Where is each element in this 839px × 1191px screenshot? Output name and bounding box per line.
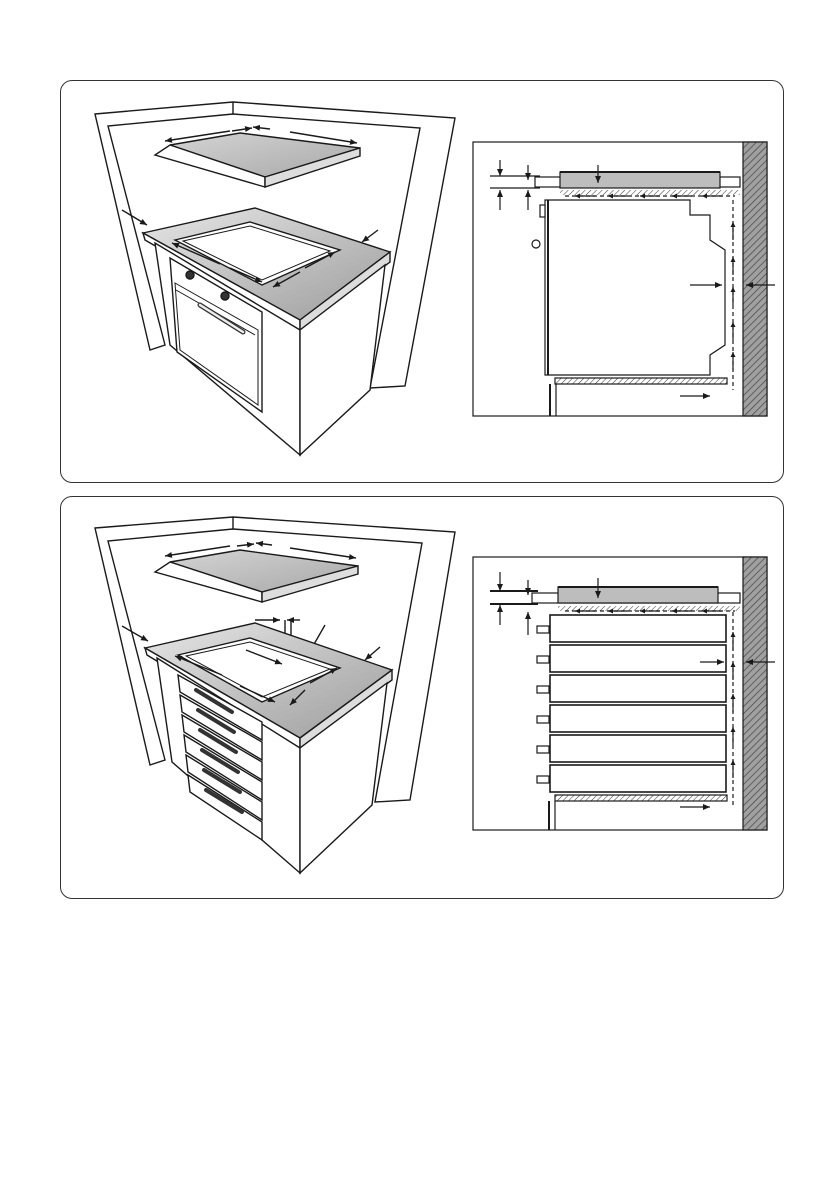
- oven-cross-section: [473, 142, 775, 416]
- oven-perspective-view: [95, 102, 455, 455]
- hob-section: [558, 587, 718, 603]
- hob-section: [560, 172, 720, 188]
- oven-knob: [221, 292, 229, 300]
- drawer-cross-section: [473, 557, 775, 830]
- wall-hatch: [743, 142, 767, 416]
- drawer-perspective-view: [95, 517, 455, 873]
- oven-knob: [186, 271, 194, 279]
- wall-hatch: [743, 557, 767, 830]
